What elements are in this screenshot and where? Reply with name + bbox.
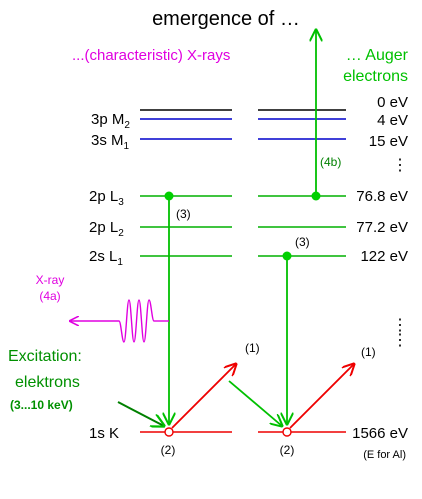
energy-value-3: 76.8 eV — [356, 188, 408, 205]
energy-levels — [140, 109, 346, 433]
auger-heading-line1: … Auger — [346, 47, 409, 64]
excitation-label-line1: Excitation: — [8, 348, 82, 365]
xray-label-line1: X-ray — [36, 273, 65, 287]
level-label-4: 2s L1 — [89, 248, 123, 268]
diagram-title: emergence of … — [152, 8, 300, 30]
vertical-dots-upper: ⋮ — [392, 157, 408, 174]
energy-value-6: 1566 eV — [352, 425, 408, 442]
auger-heading-line2: electrons — [343, 68, 408, 85]
xray-process — [70, 191, 236, 437]
excitation-incoming-arrow — [117, 401, 164, 426]
right-excitation-arrow — [228, 380, 282, 426]
vertical-dots-lower-2: ⋮ — [392, 332, 408, 349]
energy-note: (E for Al) — [363, 449, 406, 461]
energy-value-2: 15 eV — [369, 133, 408, 150]
level-label-5: 1s K — [89, 425, 119, 442]
label-2-left: (2) — [161, 443, 176, 457]
excitation-label-line3: (3...10 keV) — [10, 398, 73, 412]
energy-value-0: 0 eV — [377, 94, 408, 111]
xray-wave — [118, 299, 155, 343]
label-3-left: (3) — [176, 207, 191, 221]
left-hole — [164, 427, 174, 437]
left-ionization-arrow — [171, 364, 236, 429]
level-label-2: 2p L3 — [89, 188, 124, 208]
energy-value-1: 4 eV — [377, 112, 408, 129]
right-electron-dot — [282, 251, 292, 261]
label-3-right: (3) — [295, 235, 310, 249]
label-1-right: (1) — [361, 345, 376, 359]
xray-label-line2: (4a) — [39, 289, 60, 303]
excitation-label-line2: elektrons — [15, 374, 80, 391]
auger-process — [228, 30, 354, 437]
energy-value-5: 122 eV — [360, 248, 408, 265]
right-ionization-arrow — [289, 364, 354, 429]
xray-heading: ...(characteristic) X-rays — [72, 47, 230, 64]
left-electron-dot — [164, 191, 174, 201]
level-label-3: 2p L2 — [89, 219, 124, 239]
auger-electron-dot — [311, 191, 321, 201]
level-label-1: 3s M1 — [91, 132, 130, 152]
label-1-left: (1) — [245, 341, 260, 355]
label-4b: (4b) — [320, 155, 341, 169]
right-hole — [282, 427, 292, 437]
label-2-right: (2) — [280, 443, 295, 457]
vertical-dots-lower-1: ⋮ — [392, 317, 408, 334]
energy-value-4: 77.2 eV — [356, 219, 408, 236]
level-label-0: 3p M2 — [91, 111, 130, 131]
